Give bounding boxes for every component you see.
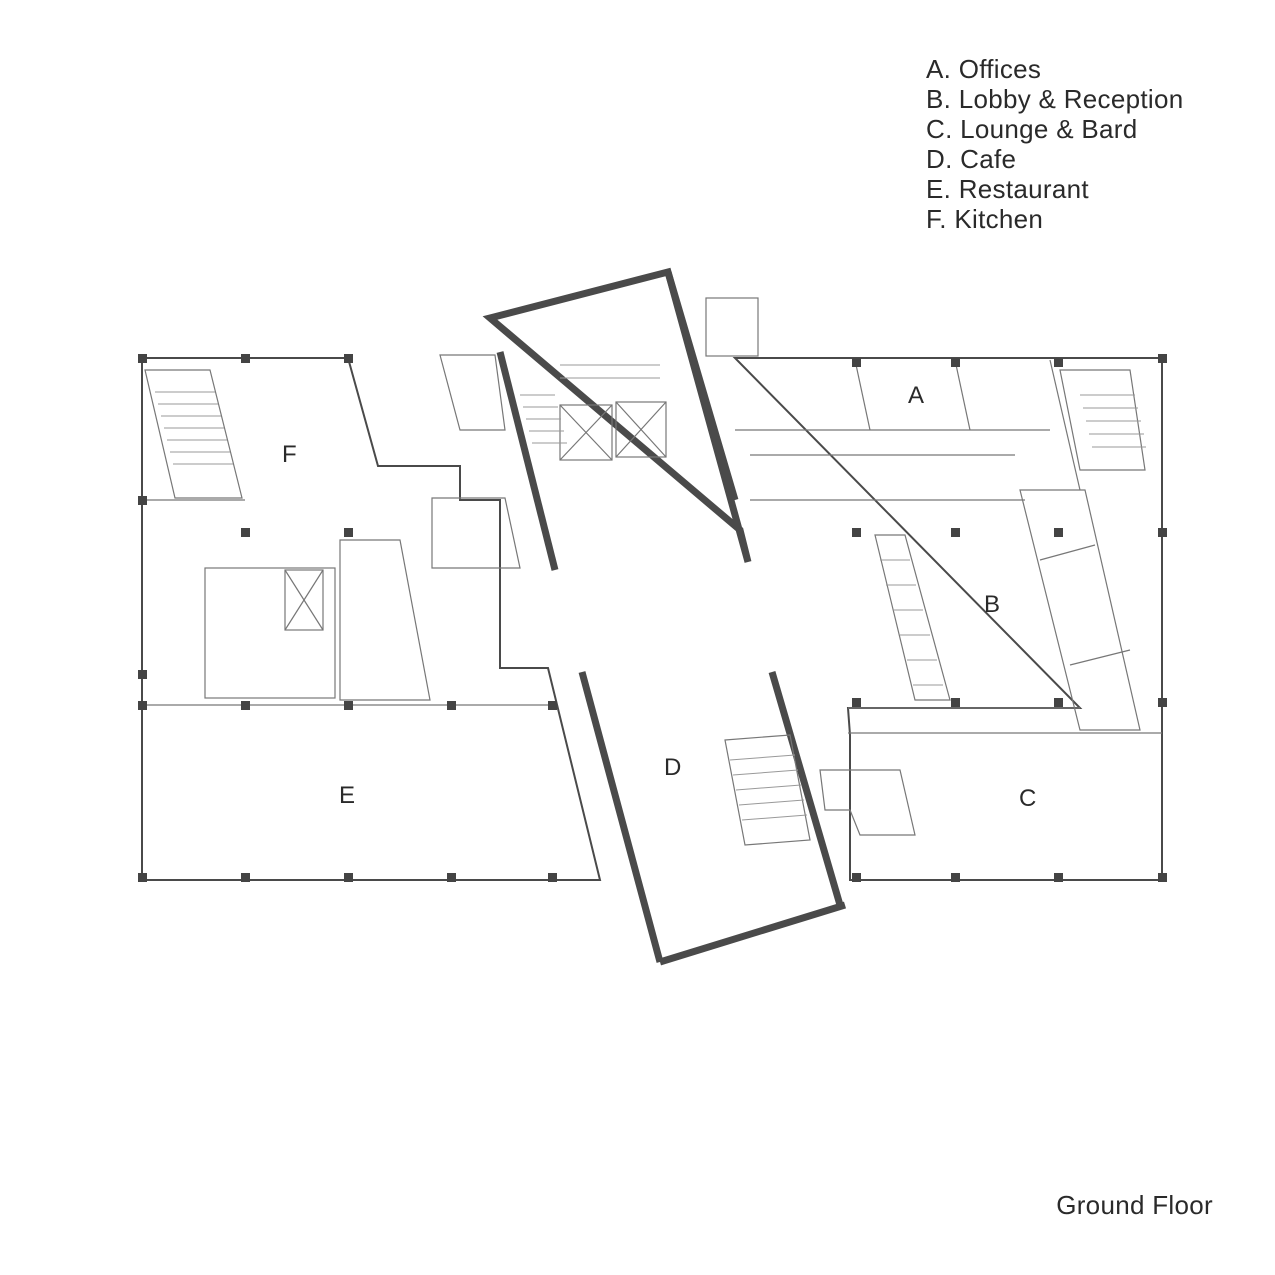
legend-item-cafe: D. Cafe — [926, 144, 1017, 174]
legend-item-kitchen: F. Kitchen — [926, 204, 1044, 234]
legend-item-lobby: B. Lobby & Reception — [926, 84, 1184, 114]
right-wing — [705, 297, 1163, 881]
legend: A. Offices B. Lobby & Reception C. Loung… — [926, 54, 1184, 234]
zone-label-a: A — [908, 382, 924, 409]
plan-caption: Ground Floor — [1056, 1190, 1213, 1220]
structural-columns — [138, 354, 1167, 882]
central-spine — [482, 267, 847, 966]
zone-label-c: C — [1019, 785, 1036, 812]
zone-label-e: E — [339, 782, 355, 809]
left-wing — [141, 354, 602, 881]
legend-item-offices: A. Offices — [926, 54, 1042, 84]
zone-label-d: D — [664, 754, 681, 781]
zone-label-b: B — [984, 591, 1000, 618]
zone-label-f: F — [282, 441, 297, 468]
legend-item-lounge: C. Lounge & Bard — [926, 114, 1138, 144]
legend-item-restaurant: E. Restaurant — [926, 174, 1089, 204]
